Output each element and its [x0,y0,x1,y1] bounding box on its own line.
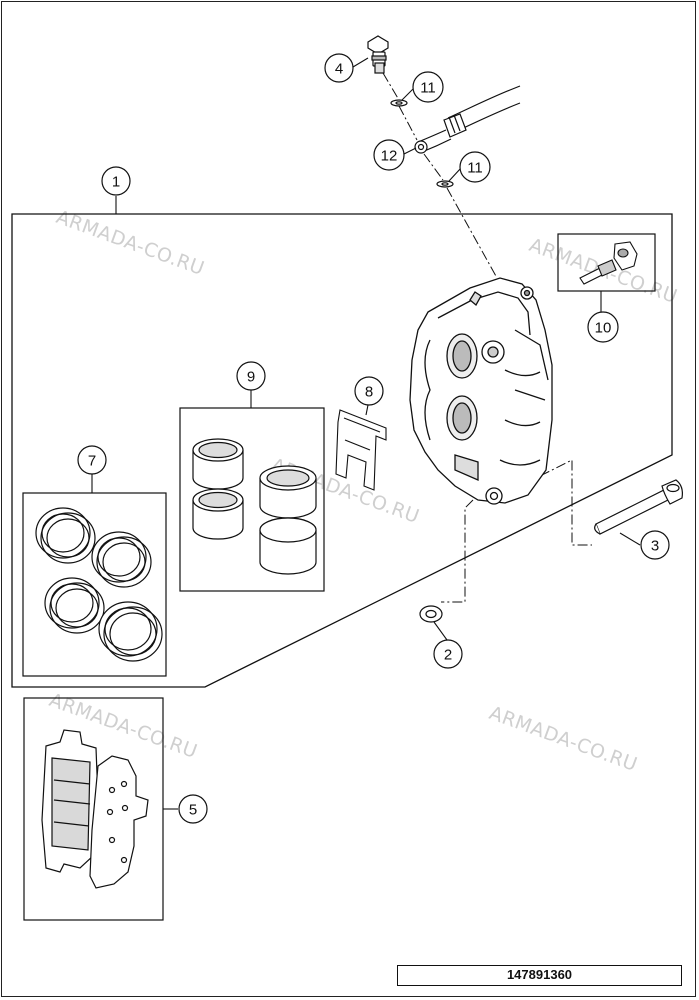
callout-5: 5 [178,794,208,824]
callout-2: 2 [433,639,463,669]
bleeder-kit [557,233,656,312]
callout-label: 8 [365,384,373,401]
callout-9: 9 [236,361,266,391]
callout-label: 4 [335,61,343,78]
washer [419,605,443,623]
callout-label: 5 [189,802,197,819]
pad-spring [335,409,387,491]
piston-kit-box [179,407,325,592]
seal-ring [35,507,96,564]
banjo-bolt [367,35,389,74]
callout-11-lower: 11 [459,151,491,183]
piston [259,517,317,575]
piston-kit [179,390,325,592]
callout-4: 4 [324,53,354,83]
sealing-washers [390,99,454,188]
seal-ring [98,601,163,662]
seal-kit [22,472,167,677]
mounting-bolt [594,479,683,535]
callout-label: 1 [112,174,120,191]
callout-label: 12 [381,148,398,165]
brake-hose [414,85,521,154]
seal-ring [44,577,105,634]
seal-kit-box [22,492,167,677]
callout-label: 10 [595,320,612,337]
watermark: ARMADA-CO.RU [486,702,640,776]
assembly-outline [11,213,673,688]
callout-label: 2 [444,647,452,664]
callout-label: 11 [467,160,483,177]
watermark: ARMADA-CO.RU [53,206,207,280]
callout-7: 7 [77,445,107,475]
callout-1: 1 [101,166,131,196]
seal-ring [91,531,152,588]
piston [192,438,244,490]
bleeder-kit-box [557,233,656,292]
callout-label: 11 [420,80,436,97]
callouts: 1 2 3 4 5 7 8 9 [77,53,670,824]
callout-12: 12 [373,139,405,171]
brake-pad [89,755,149,889]
callout-label: 9 [247,369,255,386]
piston [259,465,317,519]
callout-label: 3 [651,538,659,555]
callout-8: 8 [354,376,384,406]
document-number: 147891360 [397,965,682,986]
callout-label: 7 [88,453,96,470]
callout-10: 10 [587,311,619,343]
brake-caliper [409,277,553,505]
leader-lines [115,57,641,810]
brake-pad-set [23,697,164,921]
callout-3: 3 [640,530,670,560]
callout-11-upper: 11 [412,71,444,103]
piston [192,488,244,540]
brake-pad [41,729,99,873]
